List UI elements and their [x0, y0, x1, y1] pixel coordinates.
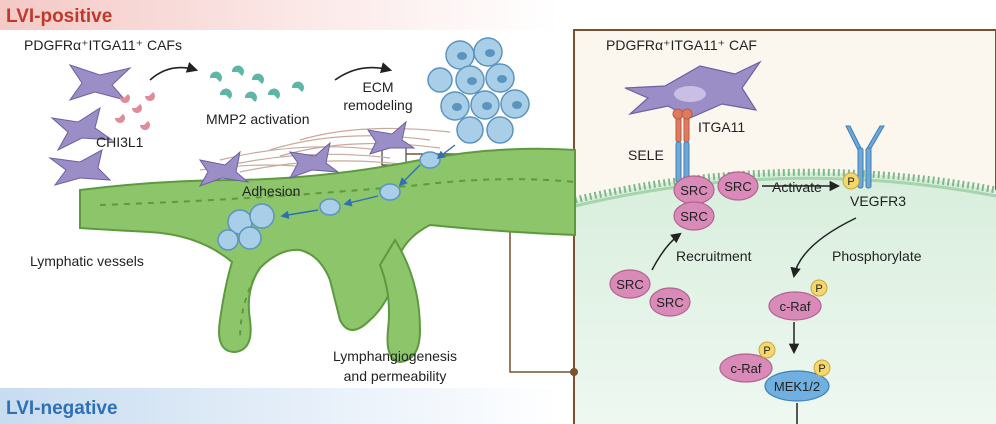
migrating-cells [217, 151, 441, 251]
svg-text:P: P [763, 345, 770, 357]
lymphangio-label-line2: and permeability [344, 368, 447, 384]
svg-text:c-Raf: c-Raf [730, 361, 761, 376]
mmp2-molecules [209, 65, 304, 102]
svg-text:SRC: SRC [616, 277, 643, 292]
positive-header: LVI-positive [6, 6, 112, 27]
cafs-label: PDGFRα⁺ITGA11⁺ CAFs [24, 37, 182, 53]
pathway-arrows [651, 180, 857, 355]
lymphangio-label-line1: Lymphangiogenesis [333, 348, 457, 364]
recruitment-label: Recruitment [676, 248, 752, 264]
craf-active: c-Raf P [768, 279, 828, 321]
activate-label: Activate [772, 179, 822, 195]
tumor-nuclei [452, 49, 522, 111]
svg-text:P: P [847, 176, 854, 188]
svg-text:MEK1/2: MEK1/2 [774, 379, 820, 394]
svg-text:c-Raf: c-Raf [779, 299, 810, 314]
svg-text:SRC: SRC [680, 183, 707, 198]
itga11-label: ITGA11 [698, 119, 745, 135]
svg-text:P: P [818, 363, 825, 375]
svg-text:P: P [815, 283, 822, 295]
vegfr3-receptor [845, 125, 885, 189]
sele-receptor [675, 141, 690, 183]
svg-text:SRC: SRC [724, 179, 751, 194]
craf-mek-complex: c-Raf P MEK1/2 P [719, 341, 831, 402]
vegfr3-phospho: P [842, 172, 860, 190]
negative-header-band [0, 388, 560, 424]
process-arrows [149, 62, 393, 81]
src-complex: SRC SRC SRC [673, 171, 759, 231]
vegfr3-label: VEGFR3 [850, 193, 906, 209]
adhesion-label: Adhesion [242, 183, 300, 199]
panel-caf-label: PDGFRα⁺ITGA11⁺ CAF [606, 37, 757, 53]
positive-header-band [0, 0, 560, 30]
panel-caf [624, 60, 762, 119]
lymphatic-vessel [79, 147, 576, 364]
tumor-cluster [427, 37, 530, 144]
svg-text:SRC: SRC [656, 295, 683, 310]
mmp2-label: MMP2 activation [206, 111, 309, 127]
chi3l1-label: CHI3L1 [96, 134, 144, 150]
ecm-label-line1: ECM [362, 79, 393, 95]
lymphatic-label: Lymphatic vessels [30, 253, 144, 269]
migration-arrows [280, 144, 456, 220]
chi3l1-molecules [115, 92, 155, 130]
sele-label: SELE [628, 147, 664, 163]
ecm-label-line2: remodeling [343, 97, 412, 113]
negative-header: LVI-negative [6, 398, 118, 419]
phosphorylate-label: Phosphorylate [832, 248, 922, 264]
free-src: SRC SRC [609, 269, 691, 317]
svg-text:SRC: SRC [680, 209, 707, 224]
